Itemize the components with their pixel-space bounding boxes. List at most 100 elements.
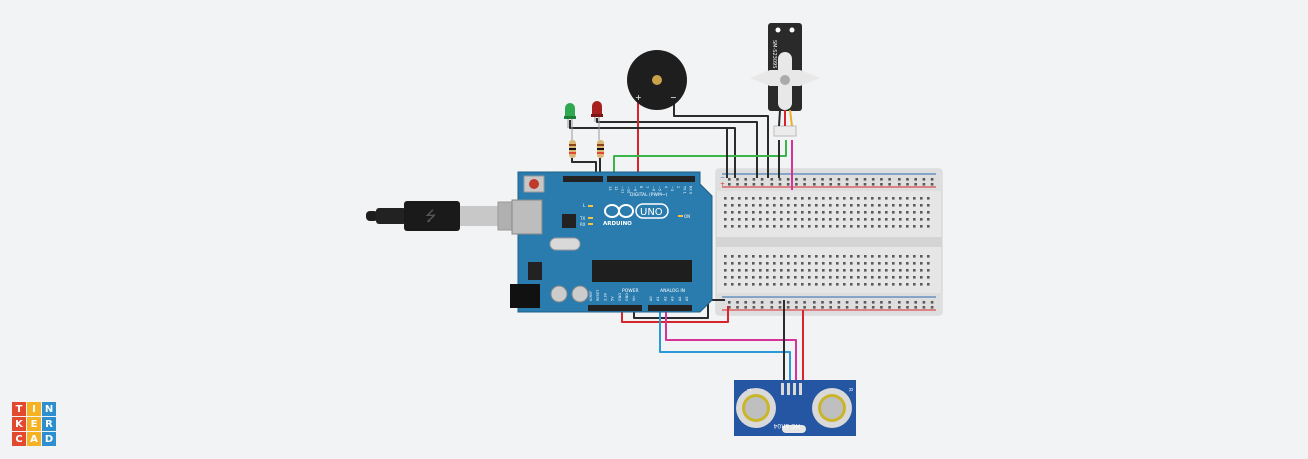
rail-hole[interactable] <box>930 306 934 309</box>
rail-hole[interactable] <box>770 178 774 181</box>
rail-hole[interactable] <box>778 306 782 309</box>
terminal-hole[interactable] <box>864 211 867 214</box>
terminal-hole[interactable] <box>787 197 790 200</box>
terminal-hole[interactable] <box>815 276 818 279</box>
terminal-hole[interactable] <box>857 276 860 279</box>
terminal-hole[interactable] <box>892 269 895 272</box>
terminal-hole[interactable] <box>836 211 839 214</box>
terminal-hole[interactable] <box>752 283 755 286</box>
terminal-hole[interactable] <box>899 255 902 258</box>
rail-hole[interactable] <box>855 301 859 304</box>
terminal-hole[interactable] <box>850 283 853 286</box>
terminal-hole[interactable] <box>850 276 853 279</box>
terminal-hole[interactable] <box>906 225 909 228</box>
terminal-hole[interactable] <box>766 204 769 207</box>
terminal-hole[interactable] <box>766 225 769 228</box>
rail-hole[interactable] <box>760 178 764 181</box>
terminal-hole[interactable] <box>829 262 832 265</box>
terminal-hole[interactable] <box>871 204 874 207</box>
rail-hole[interactable] <box>744 301 747 304</box>
rail-hole[interactable] <box>880 178 883 181</box>
terminal-hole[interactable] <box>815 269 818 272</box>
rail-hole[interactable] <box>930 301 934 304</box>
terminal-hole[interactable] <box>731 211 734 214</box>
terminal-hole[interactable] <box>913 225 916 228</box>
rail-hole[interactable] <box>898 183 901 186</box>
terminal-hole[interactable] <box>878 262 881 265</box>
terminal-hole[interactable] <box>766 283 769 286</box>
terminal-hole[interactable] <box>885 211 888 214</box>
terminal-hole[interactable] <box>927 255 930 258</box>
terminal-hole[interactable] <box>745 225 748 228</box>
terminal-hole[interactable] <box>808 276 811 279</box>
terminal-hole[interactable] <box>745 211 748 214</box>
terminal-hole[interactable] <box>724 276 727 279</box>
rail-hole[interactable] <box>837 306 841 309</box>
terminal-hole[interactable] <box>773 255 776 258</box>
terminal-hole[interactable] <box>822 225 825 228</box>
terminal-hole[interactable] <box>864 225 867 228</box>
rail-hole[interactable] <box>888 178 891 181</box>
terminal-hole[interactable] <box>780 197 783 200</box>
rail-hole[interactable] <box>795 178 798 181</box>
terminal-hole[interactable] <box>864 255 867 258</box>
rail-hole[interactable] <box>786 178 790 181</box>
rail-hole[interactable] <box>914 301 917 304</box>
terminal-hole[interactable] <box>731 255 734 258</box>
rail-hole[interactable] <box>728 183 731 186</box>
terminal-hole[interactable] <box>920 225 923 228</box>
rail-hole[interactable] <box>803 178 806 181</box>
terminal-hole[interactable] <box>787 218 790 221</box>
terminal-hole[interactable] <box>927 269 930 272</box>
rail-hole[interactable] <box>914 183 917 186</box>
terminal-hole[interactable] <box>899 225 902 228</box>
rail-hole[interactable] <box>837 178 841 181</box>
terminal-hole[interactable] <box>829 255 832 258</box>
rail-hole[interactable] <box>845 306 849 309</box>
rail-hole[interactable] <box>728 178 731 181</box>
rail-hole[interactable] <box>930 183 934 186</box>
terminal-hole[interactable] <box>878 276 881 279</box>
terminal-hole[interactable] <box>815 218 818 221</box>
terminal-hole[interactable] <box>766 218 769 221</box>
terminal-hole[interactable] <box>766 262 769 265</box>
terminal-hole[interactable] <box>885 218 888 221</box>
terminal-hole[interactable] <box>927 211 930 214</box>
terminal-hole[interactable] <box>731 197 734 200</box>
terminal-hole[interactable] <box>724 225 727 228</box>
terminal-hole[interactable] <box>850 197 853 200</box>
terminal-hole[interactable] <box>724 197 727 200</box>
terminal-hole[interactable] <box>794 225 797 228</box>
terminal-hole[interactable] <box>822 269 825 272</box>
terminal-hole[interactable] <box>822 276 825 279</box>
terminal-hole[interactable] <box>920 269 923 272</box>
terminal-hole[interactable] <box>892 276 895 279</box>
terminal-hole[interactable] <box>745 262 748 265</box>
terminal-hole[interactable] <box>829 197 832 200</box>
terminal-hole[interactable] <box>857 255 860 258</box>
terminal-hole[interactable] <box>892 211 895 214</box>
rail-hole[interactable] <box>821 301 824 304</box>
terminal-hole[interactable] <box>801 269 804 272</box>
terminal-hole[interactable] <box>871 276 874 279</box>
terminal-hole[interactable] <box>773 218 776 221</box>
rail-hole[interactable] <box>829 178 832 181</box>
terminal-hole[interactable] <box>794 262 797 265</box>
terminal-hole[interactable] <box>857 225 860 228</box>
terminal-hole[interactable] <box>885 276 888 279</box>
rail-hole[interactable] <box>829 183 832 186</box>
terminal-hole[interactable] <box>920 204 923 207</box>
rail-hole[interactable] <box>770 306 774 309</box>
terminal-hole[interactable] <box>773 269 776 272</box>
terminal-hole[interactable] <box>787 262 790 265</box>
terminal-hole[interactable] <box>822 218 825 221</box>
rail-hole[interactable] <box>863 301 867 304</box>
usb-cable[interactable]: ⭍ <box>366 201 535 231</box>
terminal-hole[interactable] <box>808 218 811 221</box>
rail-hole[interactable] <box>803 301 806 304</box>
terminal-hole[interactable] <box>878 255 881 258</box>
rail-hole[interactable] <box>914 306 917 309</box>
terminal-hole[interactable] <box>794 211 797 214</box>
terminal-hole[interactable] <box>731 276 734 279</box>
terminal-hole[interactable] <box>794 276 797 279</box>
